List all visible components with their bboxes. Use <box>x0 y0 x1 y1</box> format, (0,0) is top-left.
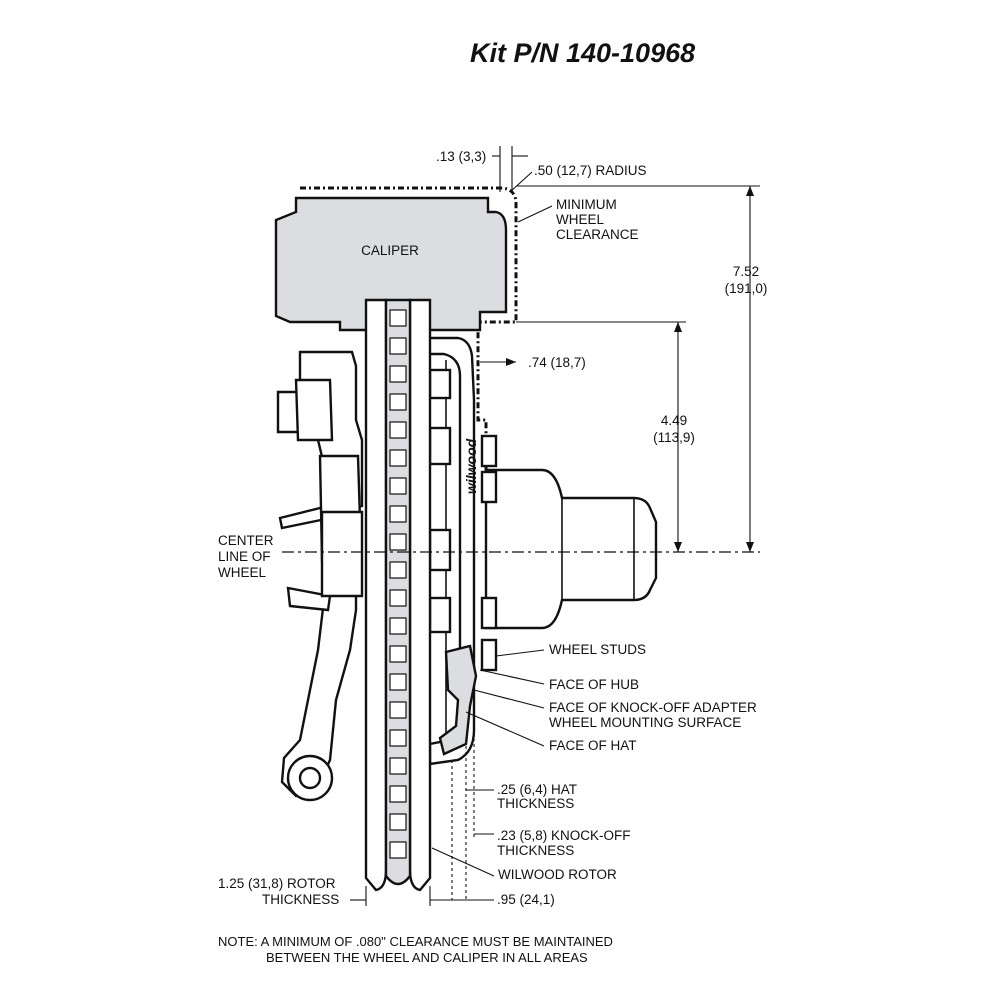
face-of-hat-label: FACE OF HAT <box>549 738 637 753</box>
rotor-vane <box>389 589 407 607</box>
note-line2: BETWEEN THE WHEEL AND CALIPER IN ALL ARE… <box>266 950 588 965</box>
min-clearance-line1: MINIMUM <box>556 197 617 212</box>
callout-leaders <box>431 649 545 877</box>
dim-hub-height: 4.49 (113,9) <box>516 321 695 552</box>
rotor-vane <box>389 505 407 523</box>
radius-leader <box>509 171 533 193</box>
rotor-vane <box>389 729 407 747</box>
dim-overall-height: 7.52 (191,0) <box>516 185 768 552</box>
knockoff-adapter <box>438 644 478 756</box>
knockoff-thickness-line2: THICKNESS <box>497 843 574 858</box>
hat-brand-mark: wilwood <box>463 438 479 494</box>
min-clearance-line3: CLEARANCE <box>556 227 639 242</box>
rotor-vane <box>389 393 407 411</box>
hat-thickness-line1: .25 (6,4) HAT <box>497 782 577 797</box>
hat-thickness-line2: THICKNESS <box>497 796 574 811</box>
min-clearance-line <box>300 186 518 470</box>
wheel-stud-heads <box>480 434 498 672</box>
dim-caliper-offset: .74 (18,7) <box>480 355 586 370</box>
center-line-line1: CENTER <box>218 533 274 548</box>
dim-thickness-lines <box>451 720 494 900</box>
rotor-vane <box>389 841 407 859</box>
dim-bottom-lines <box>350 886 494 906</box>
rotor-vane <box>389 477 407 495</box>
caliper-label: CALIPER <box>361 243 419 258</box>
rotor-vane <box>389 309 407 327</box>
min-clearance-line2: WHEEL <box>556 212 605 227</box>
rotor-vane <box>389 701 407 719</box>
min-clearance-leader <box>517 205 553 223</box>
rotor-vane <box>389 673 407 691</box>
rotor-vane <box>389 561 407 579</box>
kit-title: Kit P/N 140-10968 <box>470 38 695 68</box>
rotor-vane <box>389 365 407 383</box>
face-of-hub-label: FACE OF HUB <box>549 677 639 692</box>
rotor-vanes <box>389 309 407 859</box>
overall-height-line2: (191,0) <box>725 281 768 296</box>
rotor-vane <box>389 337 407 355</box>
wilwood-rotor-label: WILWOOD ROTOR <box>498 867 617 882</box>
center-line-line3: WHEEL <box>218 565 267 580</box>
hub-height-line1: 4.49 <box>661 413 687 428</box>
dim-clearance-offset-label: .13 (3,3) <box>436 149 486 164</box>
rotor-thickness-line1: 1.25 (31,8) ROTOR <box>218 876 336 891</box>
dim-radius-label: .50 (12,7) RADIUS <box>534 163 647 178</box>
wheel-studs-label: WHEEL STUDS <box>549 642 646 657</box>
knockoff-face-line2: WHEEL MOUNTING SURFACE <box>549 715 741 730</box>
lug-nuts <box>428 368 452 634</box>
note-line1: NOTE: A MINIMUM OF .080" CLEARANCE MUST … <box>218 934 613 949</box>
rotor-vane <box>389 533 407 551</box>
center-line-line2: LINE OF <box>218 549 271 564</box>
rotor-vane <box>389 645 407 663</box>
hub-height-line2: (113,9) <box>653 430 695 445</box>
dim-clearance-offset: .13 (3,3) <box>436 146 528 192</box>
knockoff-face-line1: FACE OF KNOCK-OFF ADAPTER <box>549 700 757 715</box>
hub-body <box>484 468 658 630</box>
knockoff-thickness-line1: .23 (5,8) KNOCK-OFF <box>497 828 631 843</box>
caliper-offset-label: .74 (18,7) <box>528 355 586 370</box>
rotor-vane <box>389 449 407 467</box>
spindle-knuckle <box>276 350 364 802</box>
caliper-body <box>274 196 508 332</box>
rotor-vane <box>389 617 407 635</box>
overall-height-line1: 7.52 <box>733 264 759 279</box>
rotor-vane <box>389 421 407 439</box>
rotor-vane <box>389 785 407 803</box>
rotor-thickness-line2: THICKNESS <box>262 892 339 907</box>
mount-offset-label: .95 (24,1) <box>497 892 555 907</box>
rotor-vane <box>389 813 407 831</box>
rotor-vane <box>389 757 407 775</box>
